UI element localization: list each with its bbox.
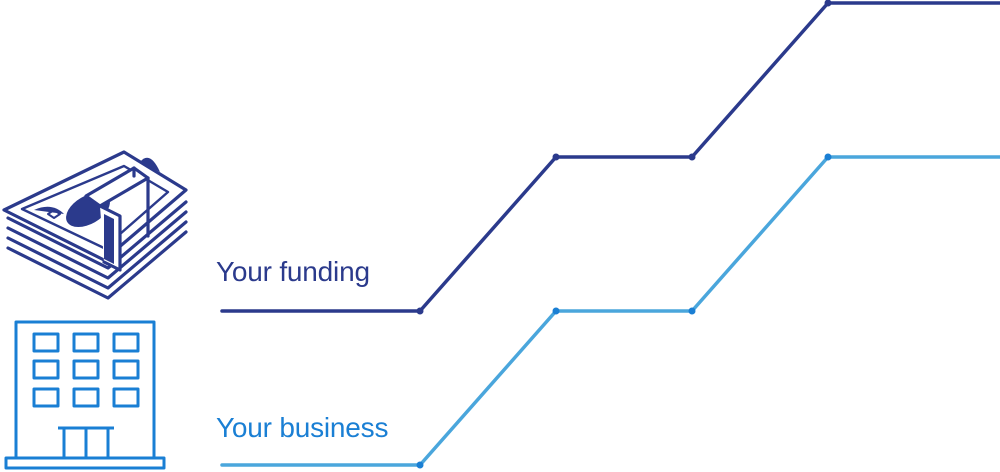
funding-label: Your funding	[216, 256, 370, 287]
business-vertex	[552, 307, 560, 315]
funding-vertex	[824, 0, 832, 7]
business-growth-line	[220, 155, 1000, 467]
office-building-icon	[4, 320, 166, 470]
funding-growth-line	[220, 1, 1000, 313]
funding-vertex	[416, 307, 424, 315]
business-vertex	[416, 461, 424, 469]
business-line-vertices	[416, 153, 832, 469]
funding-vertex	[552, 153, 560, 161]
business-label: Your business	[216, 412, 389, 443]
money-stack-icon	[2, 150, 188, 300]
business-vertex	[824, 153, 832, 161]
business-vertex	[688, 307, 696, 315]
funding-vertex	[688, 153, 696, 161]
funding-line-vertices	[416, 0, 832, 315]
